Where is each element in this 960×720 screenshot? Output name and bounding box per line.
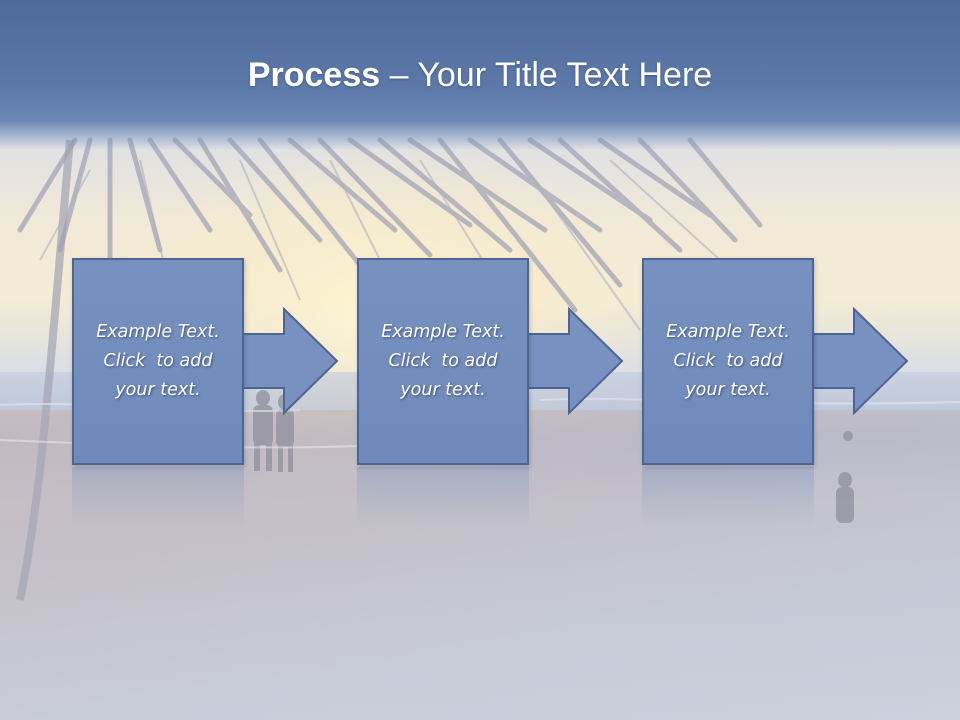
title-dash: – — [380, 56, 418, 94]
box-reflection — [357, 467, 529, 527]
arrow-right-icon — [524, 306, 624, 416]
box-reflection — [642, 467, 814, 527]
step-text-line: Example Text. — [381, 322, 505, 342]
step-text-line: Example Text. — [96, 322, 220, 342]
title-bold: Process — [247, 56, 381, 94]
arrow-right-icon — [239, 306, 339, 416]
box-reflection — [72, 467, 244, 527]
title-rest: Your Title Text Here — [417, 56, 713, 94]
process-step-box[interactable]: Example Text. Click to add your text. — [72, 258, 244, 465]
process-step-box[interactable]: Example Text. Click to add your text. — [642, 258, 814, 465]
arrow-right-icon — [809, 306, 909, 416]
step-text-line: Example Text. — [666, 322, 790, 342]
title-bar — [0, 0, 960, 150]
step-text-line: Click to add — [388, 351, 498, 371]
step-text-line: your text. — [400, 380, 486, 400]
process-step-box[interactable]: Example Text. Click to add your text. — [357, 258, 529, 465]
step-text-line: Click to add — [673, 351, 783, 371]
slide-title[interactable]: Process – Your Title Text Here — [0, 52, 960, 98]
step-text-line: your text. — [115, 380, 201, 400]
step-text-line: your text. — [685, 380, 771, 400]
step-text-line: Click to add — [103, 351, 213, 371]
